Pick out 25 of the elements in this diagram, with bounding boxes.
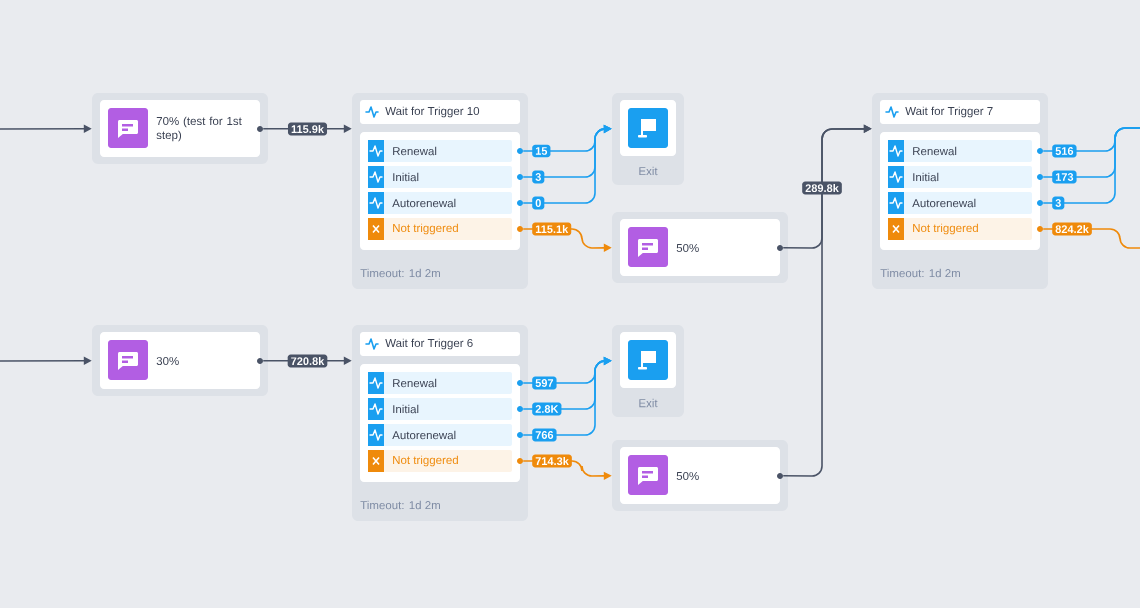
- trigger-row: Renewal: [888, 140, 1043, 162]
- trigger-row: Renewal: [368, 372, 523, 394]
- trigger-row: Initial: [368, 398, 523, 420]
- trigger-row: Autorenewal: [368, 424, 523, 446]
- count-badge: 115.1k: [532, 222, 572, 236]
- trigger-row: Autorenewal: [368, 192, 523, 214]
- message-card: 50%: [612, 212, 788, 283]
- trigger-row: Not triggered: [368, 218, 523, 240]
- trigger-row: Renewal: [368, 140, 523, 162]
- trigger-row: Not triggered: [888, 218, 1043, 240]
- count-badge: 714.3k: [532, 454, 572, 468]
- connector: [1042, 127, 1140, 204]
- trigger-row: Initial: [368, 166, 523, 188]
- message-card: 30%: [92, 325, 268, 396]
- exit-card: Exit: [612, 325, 684, 417]
- trigger-row: Initial: [888, 166, 1043, 188]
- message-card: 50%: [612, 440, 788, 511]
- count-badge: 289.8k: [802, 181, 842, 195]
- trigger-row: Autorenewal: [888, 192, 1043, 214]
- count-badge: 115.9k: [288, 122, 327, 136]
- trigger-row: Not triggered: [368, 450, 523, 472]
- message-card: 70% (test for 1st step): [92, 93, 268, 164]
- exit-card: Exit: [612, 93, 684, 185]
- count-badge: 824.2k: [1052, 222, 1092, 236]
- count-badge: 720.8k: [287, 354, 328, 368]
